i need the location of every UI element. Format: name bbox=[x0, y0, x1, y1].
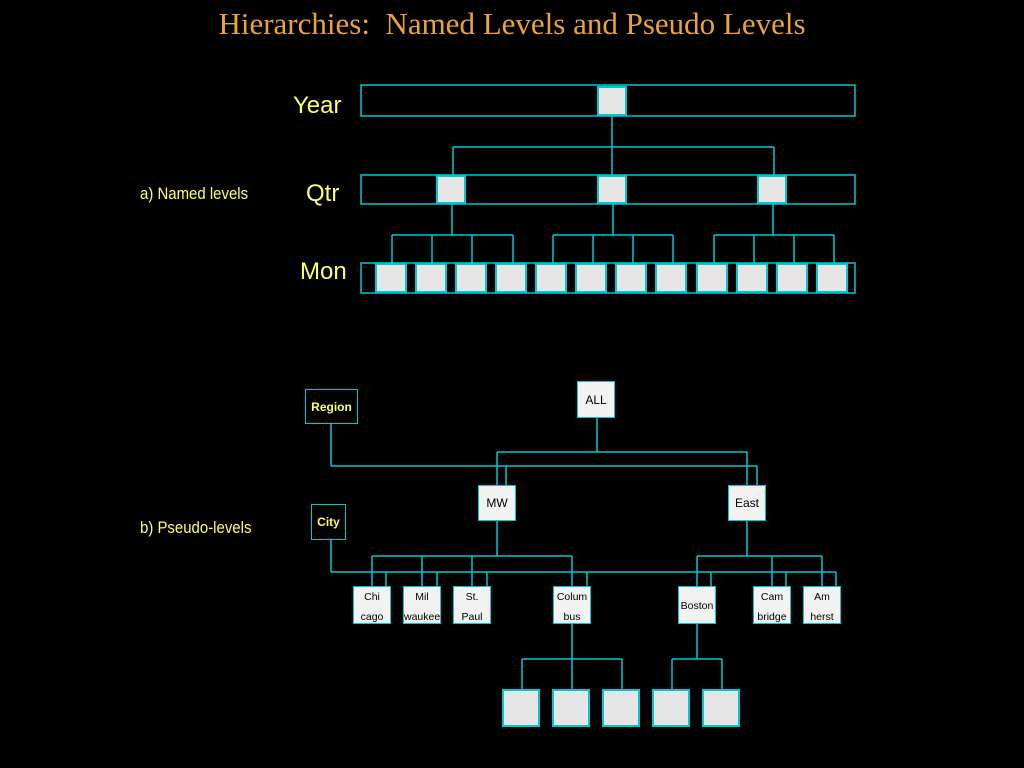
city-name-line2: waukee bbox=[404, 611, 441, 623]
named-levels-caption: a) Named levels bbox=[140, 184, 249, 203]
mon-node bbox=[696, 263, 728, 293]
leaf-node bbox=[602, 689, 640, 727]
mon-node bbox=[816, 263, 848, 293]
city-name-line1: Chi bbox=[364, 591, 380, 603]
leaf-node bbox=[552, 689, 590, 727]
city-tag: City bbox=[311, 504, 346, 540]
city-name-line2: cago bbox=[360, 611, 384, 623]
year-node bbox=[597, 86, 627, 116]
city-name-line2: bus bbox=[563, 611, 581, 623]
pseudo-levels-caption: b) Pseudo-levels bbox=[140, 518, 252, 537]
qtr-node bbox=[597, 175, 627, 204]
city-node-milwaukee: Mil waukee bbox=[403, 586, 441, 624]
mon-node bbox=[455, 263, 487, 293]
mon-node bbox=[736, 263, 768, 293]
city-name-line1: Cam bbox=[760, 591, 784, 603]
qtr-level-label: Qtr bbox=[306, 180, 340, 207]
qtr-node bbox=[436, 175, 466, 204]
all-node: ALL bbox=[577, 381, 615, 418]
region-node-mw: MW bbox=[478, 485, 516, 521]
city-node-boston: Boston bbox=[678, 586, 716, 624]
region-node-east: East bbox=[728, 485, 766, 521]
city-name-line1: Mil bbox=[415, 591, 429, 603]
city-name-line1: Colum bbox=[556, 591, 588, 603]
region-tag: Region bbox=[305, 389, 358, 424]
city-name-line2: bridge bbox=[757, 611, 787, 623]
leaf-node bbox=[652, 689, 690, 727]
city-node-cambridge: Cam bridge bbox=[753, 586, 791, 624]
mon-node bbox=[495, 263, 527, 293]
city-node-chicago: Chi cago bbox=[353, 586, 391, 624]
city-node-amherst: Am herst bbox=[803, 586, 841, 624]
city-node-columbus: Colum bus bbox=[553, 586, 591, 624]
mon-level-label: Mon bbox=[300, 258, 347, 285]
mon-band bbox=[360, 262, 856, 294]
city-name-line2: herst bbox=[810, 611, 834, 623]
mon-node bbox=[776, 263, 808, 293]
year-band bbox=[360, 84, 856, 117]
leaf-node bbox=[702, 689, 740, 727]
mon-node bbox=[575, 263, 607, 293]
mon-node bbox=[375, 263, 407, 293]
mon-node bbox=[415, 263, 447, 293]
city-node-st-paul: St. Paul bbox=[453, 586, 491, 624]
page-title: Hierarchies: Named Levels and Pseudo Lev… bbox=[218, 6, 806, 41]
qtr-node bbox=[757, 175, 787, 204]
city-name-line1: Boston bbox=[680, 600, 714, 612]
city-name-line2: Paul bbox=[461, 611, 483, 623]
year-level-label: Year bbox=[293, 92, 342, 119]
mon-node bbox=[655, 263, 687, 293]
mon-node bbox=[615, 263, 647, 293]
city-name-line1: Am bbox=[814, 591, 830, 603]
leaf-node bbox=[502, 689, 540, 727]
mon-node bbox=[535, 263, 567, 293]
city-name-line1: St. bbox=[465, 591, 479, 603]
